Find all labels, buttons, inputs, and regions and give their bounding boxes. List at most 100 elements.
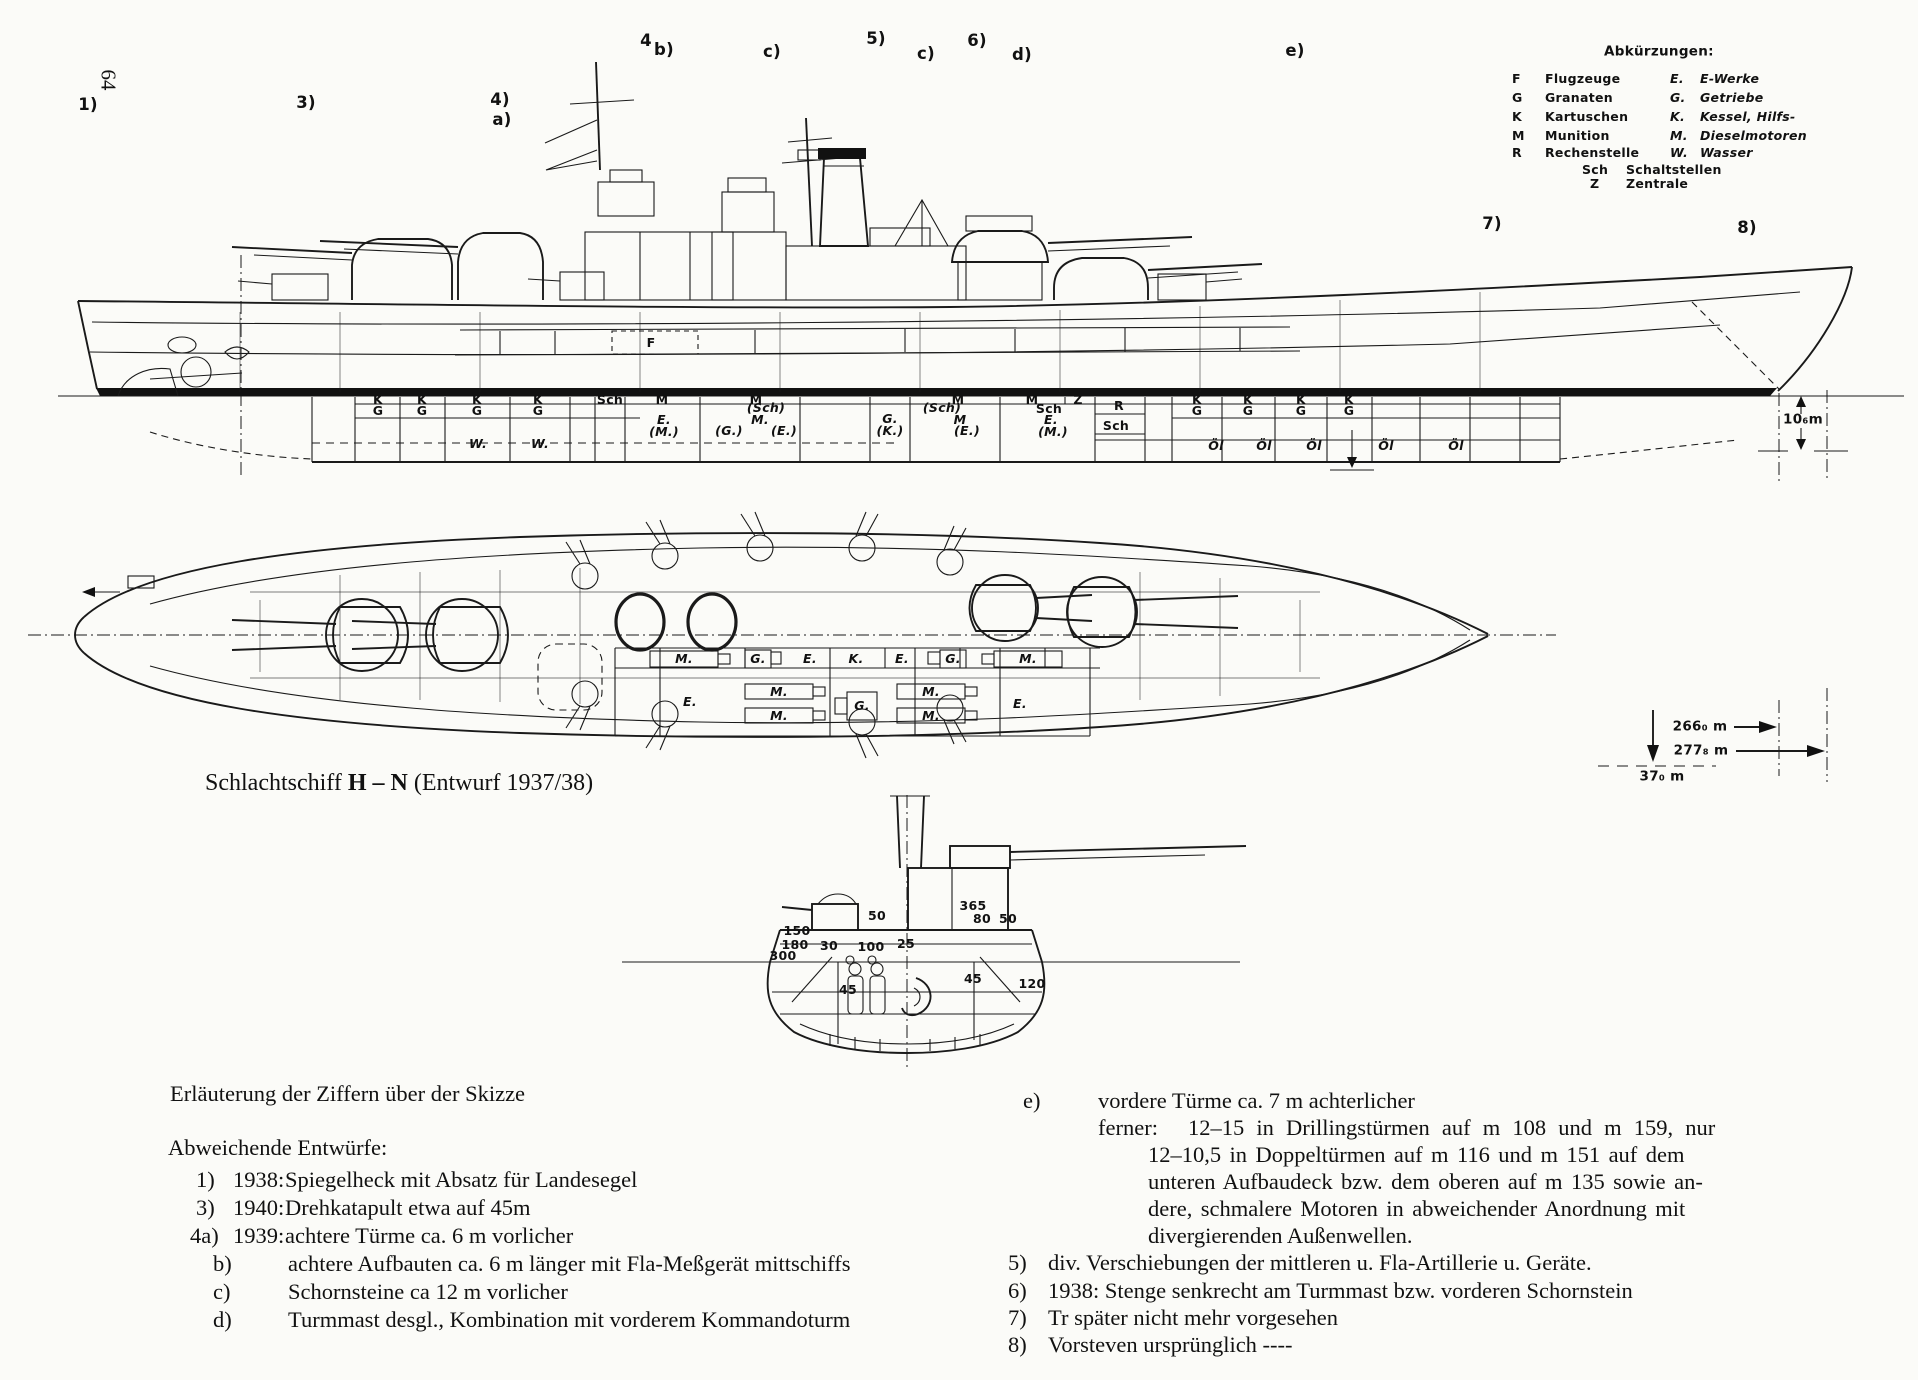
legend-text: G.	[1670, 89, 1686, 105]
note-text: divergierenden Außenwellen.	[1148, 1222, 1413, 1248]
compartment-label: G.	[750, 650, 766, 666]
armor-thickness-label: 45	[839, 981, 857, 997]
armor-thickness-label: 100	[857, 938, 885, 954]
compartment-label: K	[417, 391, 427, 407]
compartment-label: M.	[675, 650, 693, 666]
compartment-label: M	[951, 391, 965, 407]
legend-text: F	[1512, 70, 1521, 86]
note-text: Turmmast desgl., Kombination mit vordere…	[288, 1306, 851, 1332]
compartment-label: Öl	[1378, 437, 1394, 453]
legend-text: Z	[1590, 175, 1600, 191]
compartment-label: M.	[1019, 650, 1037, 666]
compartment-label: Sch	[1035, 400, 1063, 416]
compartment-label: K	[1243, 391, 1253, 407]
note-text: 12–10,5 in Doppeltürmen auf m 116 und m …	[1148, 1141, 1685, 1167]
compartment-label: F	[646, 334, 656, 350]
legend-text: K	[1512, 108, 1522, 124]
legend-text: K.	[1670, 108, 1686, 124]
compartment-label: E.	[1013, 695, 1027, 711]
compartment-label: (M.)	[1038, 423, 1068, 439]
ref-marker: c)	[763, 41, 781, 61]
ref-marker: 3)	[296, 92, 316, 112]
armor-thickness-label: 365	[959, 897, 987, 913]
armor-thickness-label: 120	[1018, 975, 1046, 991]
compartment-label: Sch	[596, 391, 624, 407]
caption-suffix: (Entwurf 1937/38)	[407, 770, 594, 796]
compartment-label: G	[471, 402, 483, 418]
note-text: e)	[1023, 1087, 1041, 1113]
compartment-label: E.	[657, 411, 671, 427]
side-elevation-view	[58, 61, 1904, 482]
note-text: vordere Türme ca. 7 m achterlicher	[1098, 1087, 1415, 1113]
compartment-label: M	[1025, 391, 1039, 407]
armor-thickness-label: 30	[820, 937, 838, 953]
note-text: achtere Türme ca. 6 m vorlicher	[285, 1222, 574, 1248]
note-text: 1938:	[233, 1166, 285, 1192]
note-text: 6)	[1008, 1277, 1027, 1303]
armor-thickness-label: 150	[783, 922, 811, 938]
note-text: b)	[213, 1250, 232, 1276]
armor-thickness-label: 50	[999, 910, 1017, 926]
note-text: Tr später nicht mehr vorgesehen	[1048, 1304, 1338, 1330]
overall-length-label: 277₈ m	[1673, 742, 1729, 759]
legend-text: E-Werke	[1700, 70, 1760, 86]
legend-text: Schaltstellen	[1626, 161, 1722, 177]
compartment-label: (Sch)	[746, 399, 786, 415]
note-text: 7)	[1008, 1304, 1027, 1330]
compartment-label: G	[416, 402, 428, 418]
armor-thickness-label: 180	[781, 936, 809, 952]
compartment-label: Öl	[1448, 437, 1464, 453]
note-text: 3)	[196, 1194, 215, 1220]
legend-title: Abkürzungen:	[1604, 43, 1714, 60]
ref-marker: 8)	[1737, 217, 1757, 237]
note-text: div. Verschiebungen der mittleren u. Fla…	[1048, 1249, 1592, 1275]
plan-view	[28, 430, 1828, 782]
note-text: c)	[213, 1278, 231, 1304]
legend-text: Sch	[1582, 161, 1609, 177]
compartment-label: G	[1295, 402, 1307, 418]
compartment-label: G.	[854, 697, 870, 713]
note-text: 1939:	[233, 1222, 285, 1248]
ref-marker: 6)	[967, 30, 987, 50]
legend-text: M.	[1670, 127, 1688, 143]
compartment-label: K.	[848, 650, 864, 666]
note-text: achtere Aufbauten ca. 6 m länger mit Fla…	[288, 1250, 851, 1276]
ref-marker: d)	[1012, 44, 1032, 64]
legend-text: E.	[1670, 70, 1684, 86]
draft-dimension-label: 10₆m	[1783, 411, 1823, 428]
compartment-label: M.	[770, 707, 788, 723]
armor-thickness-label: 300	[769, 947, 797, 963]
waterline-length-label: 266₀ m	[1672, 718, 1728, 735]
note-text: 1)	[196, 1166, 215, 1192]
note-text: dere, schmalere Motoren in abweichender …	[1148, 1195, 1686, 1221]
figure-caption: Schlachtschiff H – N (Entwurf 1937/38)	[205, 770, 593, 797]
ref-marker: e)	[1285, 40, 1305, 60]
compartment-label: G.	[945, 650, 961, 666]
note-text: 12–15 in Drillingstürmen auf m 108 und m…	[1188, 1114, 1716, 1140]
compartment-label: E.	[1044, 411, 1058, 427]
compartment-label: R	[1114, 397, 1124, 413]
ref-marker: 1)	[78, 94, 98, 114]
compartment-label: (K.)	[876, 422, 904, 438]
compartment-label: W.	[468, 435, 488, 451]
compartment-label: G	[1343, 402, 1355, 418]
ref-marker: c)	[917, 43, 935, 63]
compartment-label: K	[1344, 391, 1354, 407]
compartment-label: M.	[751, 411, 769, 427]
beam-label: 37₀ m	[1639, 768, 1685, 785]
legend-text: M	[1512, 127, 1525, 143]
note-text: 8)	[1008, 1331, 1027, 1357]
caption-prefix: Schlachtschiff	[205, 770, 348, 796]
compartment-label: K	[1192, 391, 1202, 407]
note-text: Spiegelheck mit Absatz für Landesegel	[285, 1166, 638, 1192]
compartment-label: (E.)	[771, 422, 797, 438]
ref-marker: a)	[492, 109, 512, 129]
legend-text: G	[1512, 89, 1523, 105]
ref-marker: b)	[654, 39, 674, 59]
compartment-label: Öl	[1208, 437, 1224, 453]
armor-thickness-label: 80	[973, 910, 991, 926]
compartment-label: G	[372, 402, 384, 418]
compartment-label: W.	[530, 435, 550, 451]
